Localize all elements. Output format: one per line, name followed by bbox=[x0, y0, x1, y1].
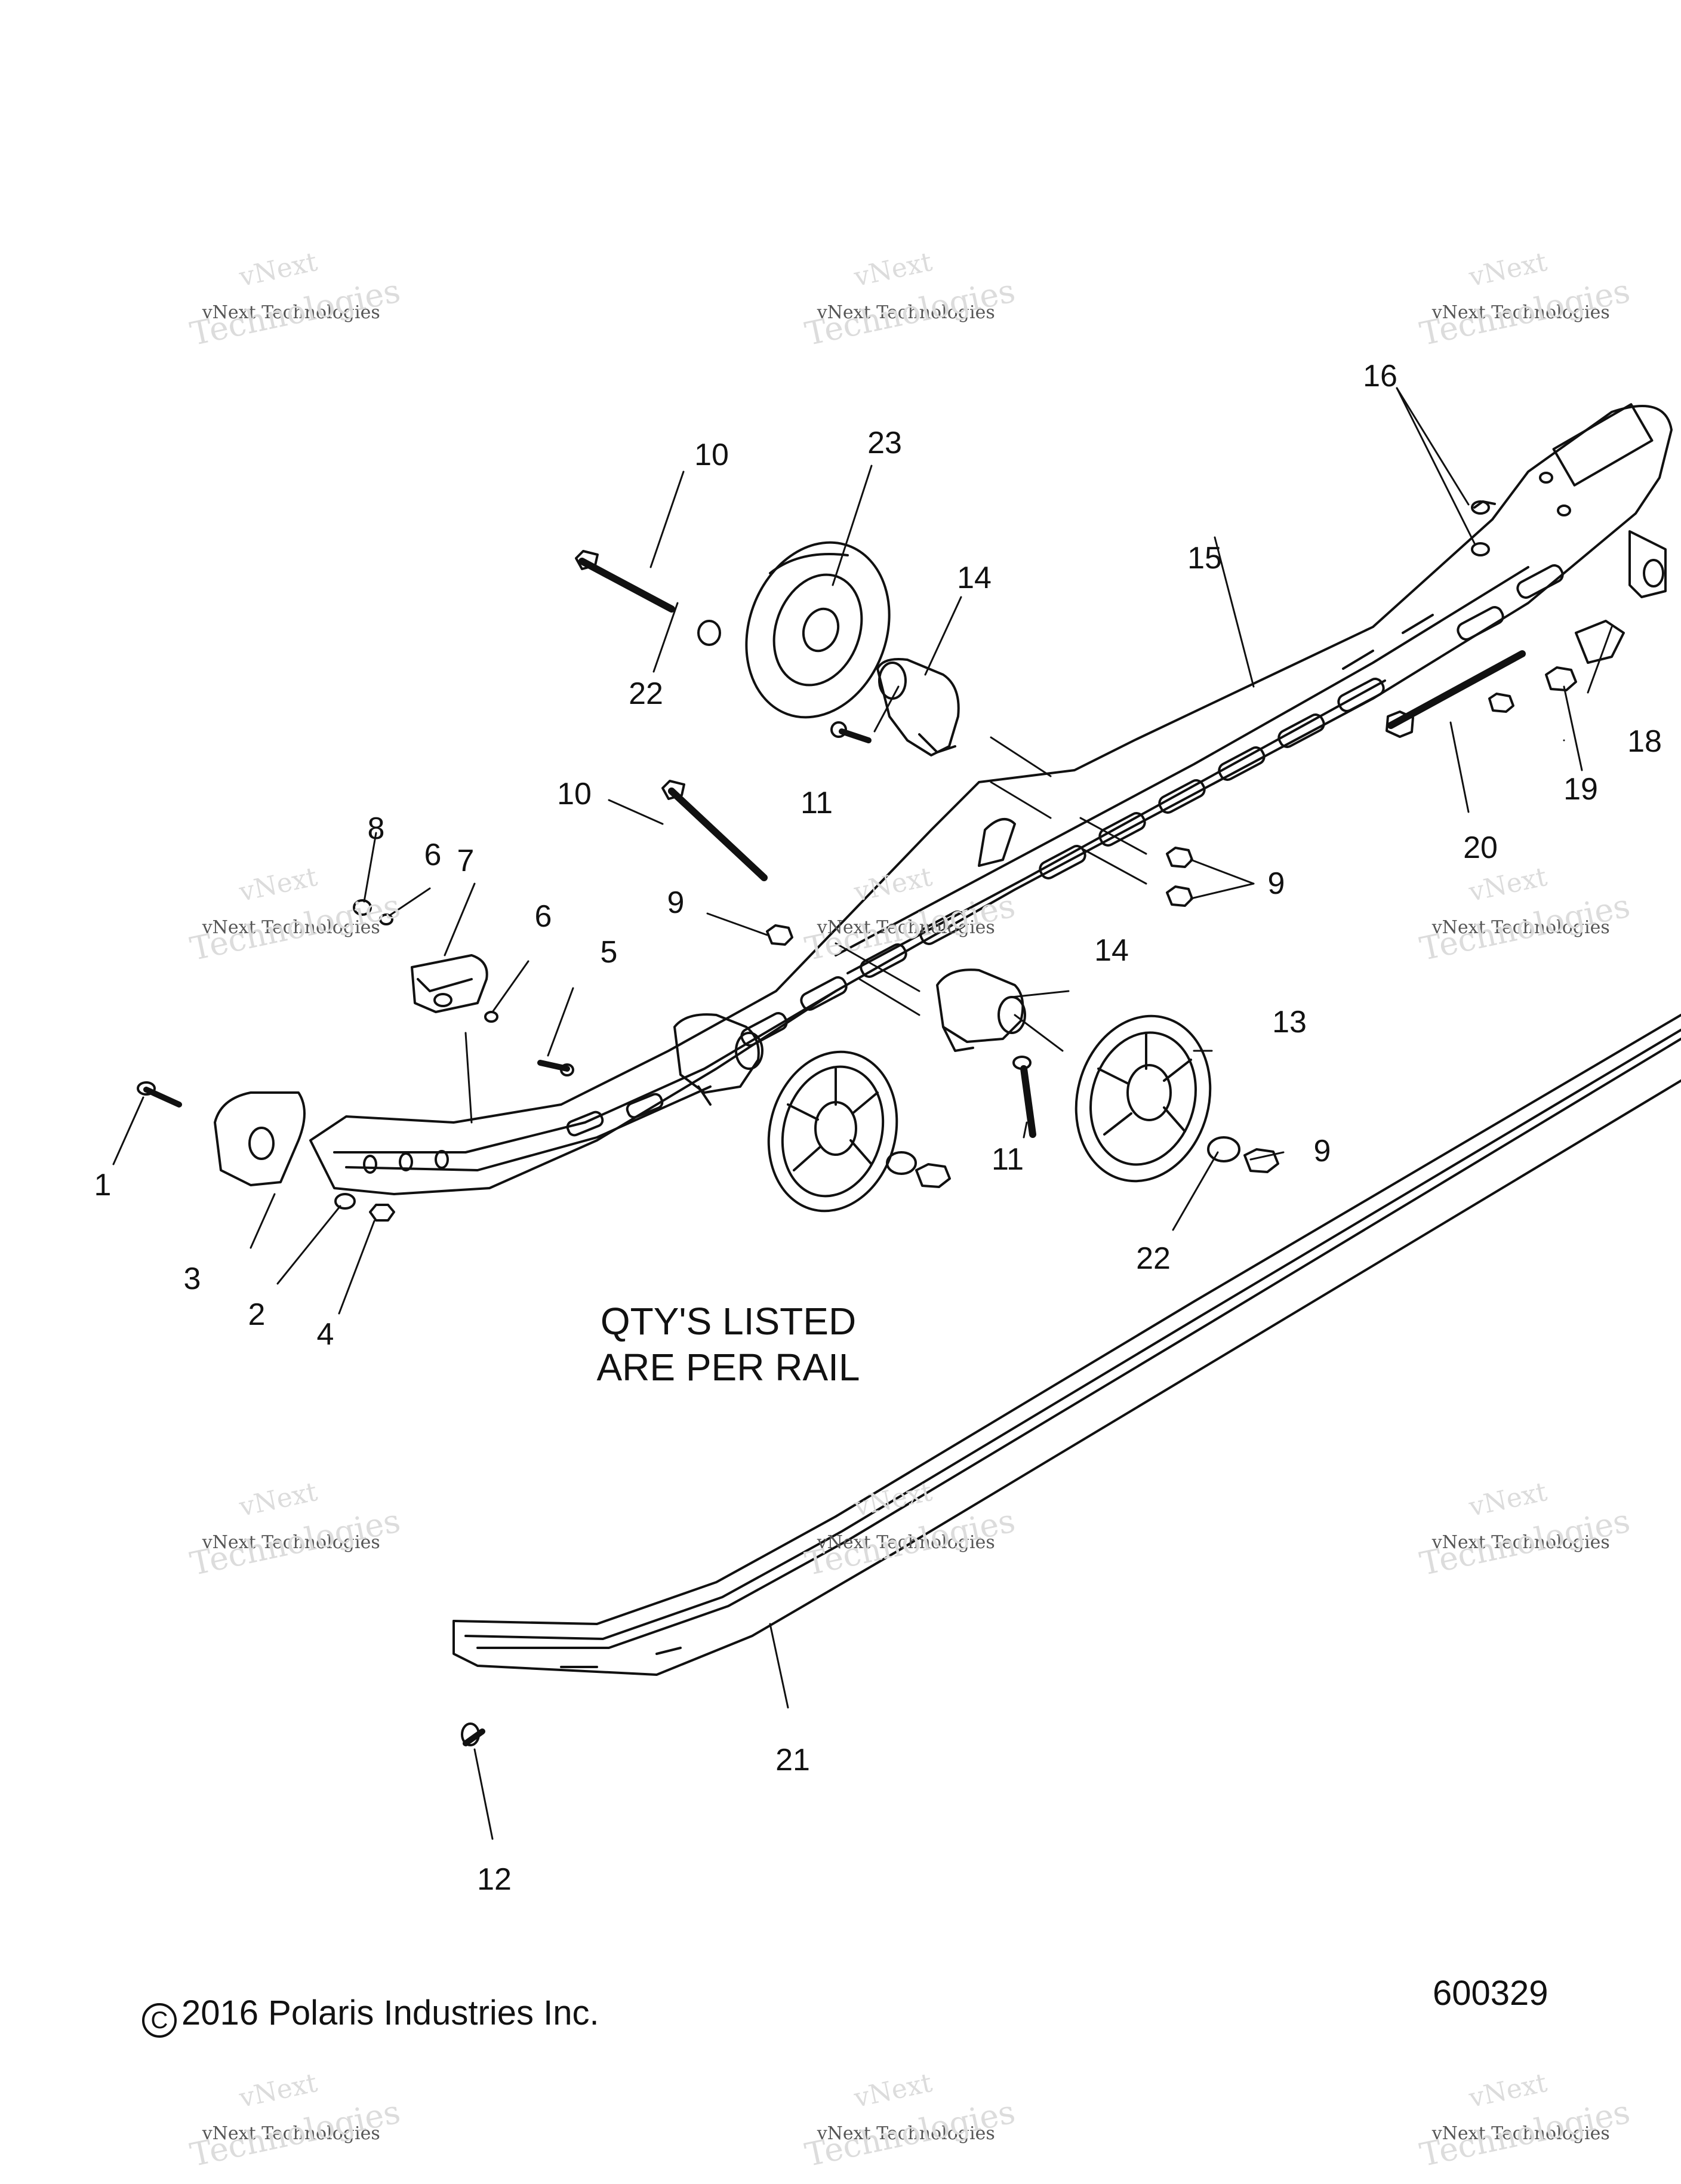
callout-21: 21 bbox=[775, 1743, 810, 1777]
callout-6a: 6 bbox=[424, 838, 442, 872]
lower-slide bbox=[452, 1014, 1681, 1676]
axle-housing-upper bbox=[876, 658, 960, 756]
upper-rail bbox=[309, 403, 1673, 1195]
copyright-text: 2016 Polaris Industries Inc. bbox=[181, 1994, 599, 2032]
callout-5: 5 bbox=[600, 935, 618, 970]
callout-16: 16 bbox=[1363, 359, 1397, 393]
axle-housing-lower bbox=[936, 968, 1026, 1052]
callout-2: 2 bbox=[248, 1297, 266, 1332]
figure-number: 600329 bbox=[1433, 1974, 1548, 2013]
axle-housing-front bbox=[673, 1013, 763, 1106]
idler-wheel-23 bbox=[745, 541, 891, 719]
callout-1: 1 bbox=[94, 1168, 112, 1202]
callout-13: 13 bbox=[1272, 1005, 1307, 1039]
callout-22a: 22 bbox=[629, 676, 663, 711]
callout-22b: 22 bbox=[1136, 1241, 1171, 1276]
quantity-note-line-2: ARE PER RAIL bbox=[596, 1345, 860, 1389]
callout-10b: 10 bbox=[557, 777, 592, 811]
callout-23: 23 bbox=[867, 426, 902, 460]
callout-8: 8 bbox=[367, 811, 385, 846]
callout-4: 4 bbox=[316, 1317, 334, 1352]
quantity-note: QTY'S LISTED ARE PER RAIL bbox=[543, 1299, 913, 1391]
callout-19: 19 bbox=[1563, 772, 1598, 807]
callout-7: 7 bbox=[457, 844, 475, 878]
callout-15: 15 bbox=[1187, 541, 1222, 576]
callout-12: 12 bbox=[477, 1862, 512, 1897]
callout-14a: 14 bbox=[957, 561, 992, 595]
parts-diagram: vNext vNext Technologies Technologies vN… bbox=[94, 247, 1681, 2174]
callout-6b: 6 bbox=[534, 899, 552, 934]
callout-9b: 9 bbox=[1267, 866, 1285, 901]
callout-10a: 10 bbox=[694, 438, 729, 472]
quantity-note-line-1: QTY'S LISTED bbox=[600, 1300, 857, 1343]
callout-9a: 9 bbox=[667, 885, 685, 920]
wheel-left bbox=[767, 1050, 951, 1213]
bumper-7 bbox=[411, 954, 488, 1013]
callout-11b: 11 bbox=[992, 1142, 1024, 1177]
callout-11a: 11 bbox=[801, 786, 833, 820]
callout-3: 3 bbox=[183, 1262, 201, 1296]
hardware bbox=[137, 500, 1667, 1746]
exploded-view-drawing bbox=[112, 387, 1681, 1840]
callout-9c: 9 bbox=[1313, 1134, 1331, 1168]
tip-block-3 bbox=[214, 1091, 306, 1186]
wheel-right bbox=[1075, 1014, 1279, 1183]
callout-20: 20 bbox=[1463, 830, 1498, 865]
leader-lines bbox=[112, 387, 1613, 1840]
callout-18: 18 bbox=[1627, 724, 1662, 759]
callout-14b: 14 bbox=[1094, 933, 1129, 968]
copyright-symbol-icon: C bbox=[142, 2003, 177, 2038]
